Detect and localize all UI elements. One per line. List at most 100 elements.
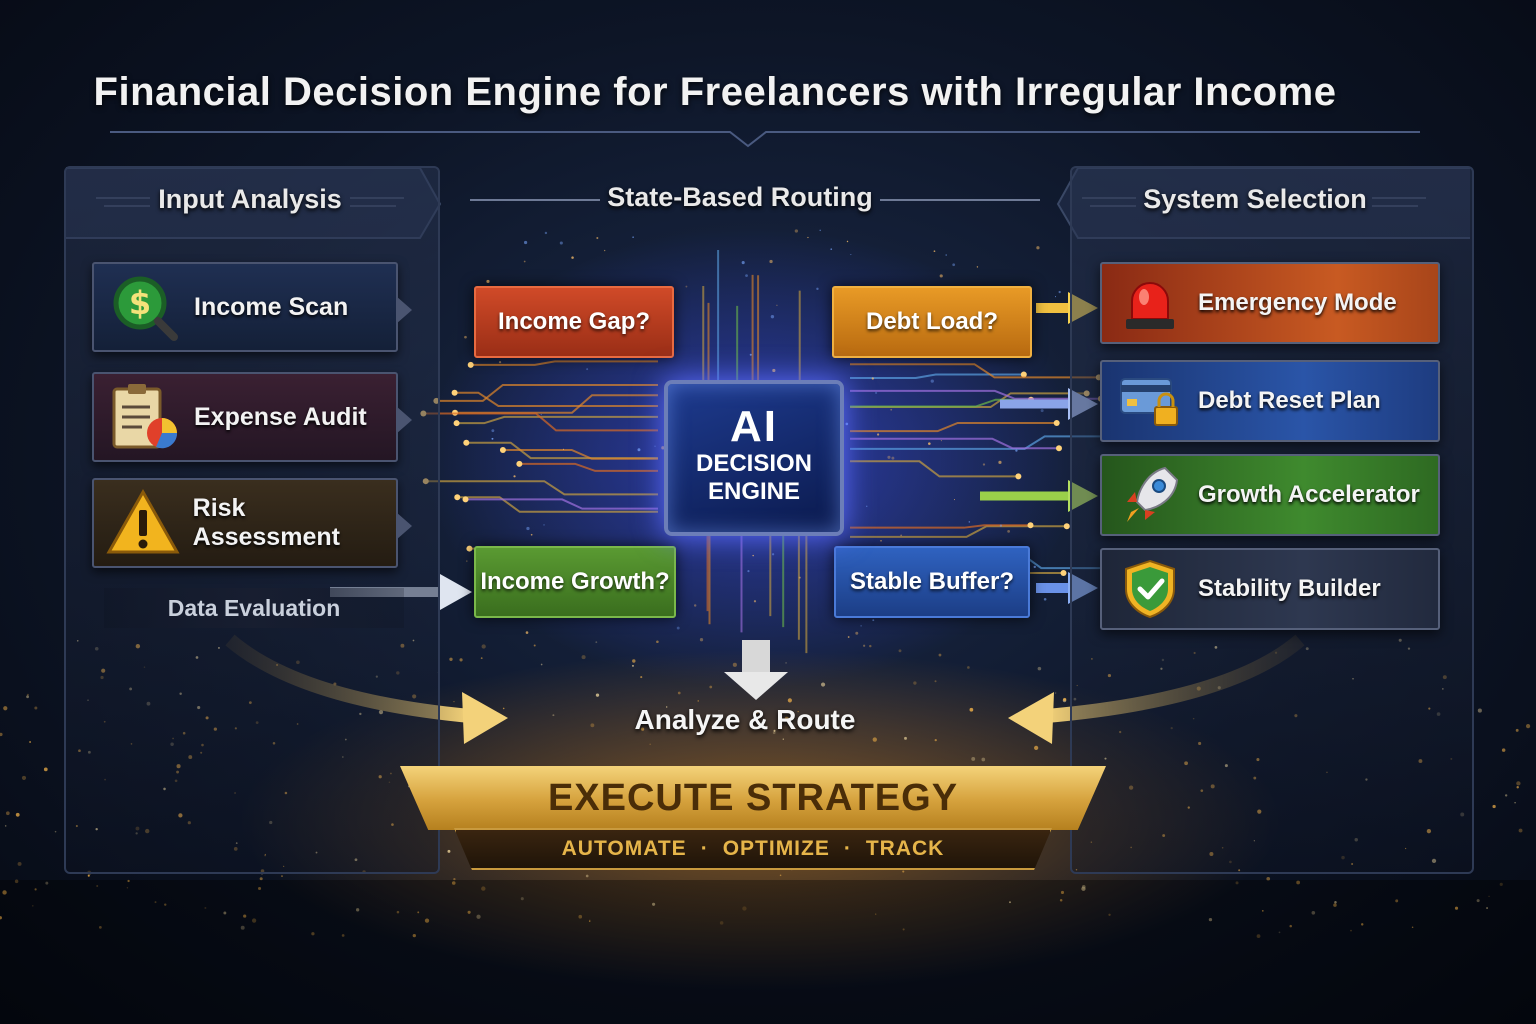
sparkle: [952, 263, 956, 267]
circuit-trace: [850, 460, 1019, 478]
sparkle: [1515, 728, 1519, 732]
sparkle: [164, 903, 167, 906]
circuit-trace: [850, 421, 1057, 433]
sparkle: [417, 911, 420, 914]
sparkle: [1108, 913, 1111, 916]
sparkle: [771, 553, 775, 556]
sparkle: [1208, 917, 1213, 922]
sparkle: [807, 236, 809, 239]
sparkle: [453, 877, 456, 881]
execute-steps-bar: AUTOMATE · OPTIMIZE · TRACK: [454, 828, 1052, 870]
sparkle: [559, 241, 563, 245]
sparkle: [709, 685, 713, 689]
sparkle: [693, 604, 697, 607]
sparkle: [1007, 529, 1011, 533]
sparkle: [1040, 409, 1044, 413]
dollar-magnifier-icon: $: [94, 262, 194, 352]
sparkle: [523, 240, 528, 245]
sparkle: [1488, 895, 1490, 897]
sparkle: [1289, 924, 1292, 928]
sparkle: [999, 524, 1003, 527]
warning-icon: [94, 478, 193, 568]
state-income-growth[interactable]: Income Growth?: [474, 546, 676, 618]
sparkle: [640, 676, 643, 679]
sparkle: [396, 910, 400, 914]
sparkle: [968, 521, 971, 523]
circuit-node: [451, 389, 458, 396]
sparkle: [846, 240, 849, 243]
sparkle: [540, 663, 543, 666]
sparkle: [880, 539, 882, 542]
sparkle: [604, 249, 606, 252]
system-card-debt-reset-plan[interactable]: Debt Reset Plan: [1100, 360, 1440, 442]
sparkle: [243, 914, 247, 918]
input-label: Income Scan: [194, 292, 349, 321]
circuit-node: [467, 361, 474, 368]
sparkle: [1395, 899, 1399, 903]
system-card-growth-accelerator[interactable]: Growth Accelerator: [1100, 454, 1440, 536]
sparkle: [697, 700, 699, 702]
sparkle: [26, 693, 29, 696]
sparkle: [794, 229, 798, 233]
sparkle: [676, 626, 680, 630]
sparkle: [1311, 910, 1316, 915]
sparkle: [982, 463, 986, 466]
sparkle: [1261, 910, 1264, 912]
sparkle: [544, 231, 548, 235]
sparkle: [934, 738, 937, 742]
sparkle: [476, 914, 481, 919]
state-income-gap[interactable]: Income Gap?: [474, 286, 674, 358]
system-card-stability-builder[interactable]: Stability Builder: [1100, 548, 1440, 630]
circuit-trace: [850, 525, 1067, 538]
sparkle: [26, 695, 29, 699]
circuit-node: [1055, 445, 1062, 452]
sparkle: [1009, 901, 1011, 904]
siren-icon: [1102, 262, 1198, 344]
sparkle: [875, 913, 877, 915]
circuit-node: [454, 494, 461, 501]
execute-strategy-banner[interactable]: EXECUTE STRATEGY: [400, 766, 1106, 830]
sparkle: [32, 905, 34, 907]
input-card-risk-assessment[interactable]: Risk Assessment: [92, 478, 412, 568]
input-card-expense-audit[interactable]: Expense Audit: [92, 372, 412, 462]
sparkle: [1486, 907, 1489, 910]
sparkle: [855, 631, 859, 635]
sparkle: [998, 460, 1002, 464]
sparkle: [773, 729, 776, 732]
sparkle: [126, 887, 129, 889]
state-debt-load[interactable]: Debt Load?: [832, 286, 1032, 358]
sparkle: [632, 664, 634, 667]
sparkle: [480, 657, 483, 660]
sparkle: [540, 413, 542, 416]
sparkle: [637, 448, 641, 452]
sparkle: [776, 304, 778, 306]
sparkle: [590, 723, 595, 728]
sparkle: [779, 874, 782, 877]
circuit-node: [1015, 473, 1022, 480]
sparkle: [1501, 748, 1506, 752]
circuit-node: [1027, 522, 1034, 529]
sparkle: [887, 455, 891, 459]
sparkle: [752, 554, 754, 557]
data-evaluation-label: Data Evaluation: [104, 588, 404, 628]
sparkle: [14, 879, 19, 884]
sparkle: [1516, 781, 1521, 786]
sparkle: [1525, 723, 1531, 729]
sparkle: [595, 693, 600, 697]
sparkle: [1081, 885, 1086, 889]
sparkle: [732, 662, 737, 667]
system-card-emergency-mode[interactable]: Emergency Mode: [1100, 262, 1440, 344]
sparkle: [1516, 786, 1519, 789]
sparkle: [15, 812, 20, 817]
sparkle: [588, 920, 591, 922]
sparkle: [1037, 666, 1042, 671]
sparkle: [939, 274, 943, 278]
sparkle: [127, 879, 130, 883]
sparkle: [928, 442, 931, 445]
system-label: Debt Reset Plan: [1198, 387, 1381, 414]
input-card-income-scan[interactable]: $ Income Scan: [92, 262, 412, 352]
state-stable-buffer[interactable]: Stable Buffer?: [834, 546, 1030, 618]
sparkle: [1059, 898, 1063, 902]
sparkle: [481, 886, 486, 891]
sparkle: [930, 379, 934, 383]
